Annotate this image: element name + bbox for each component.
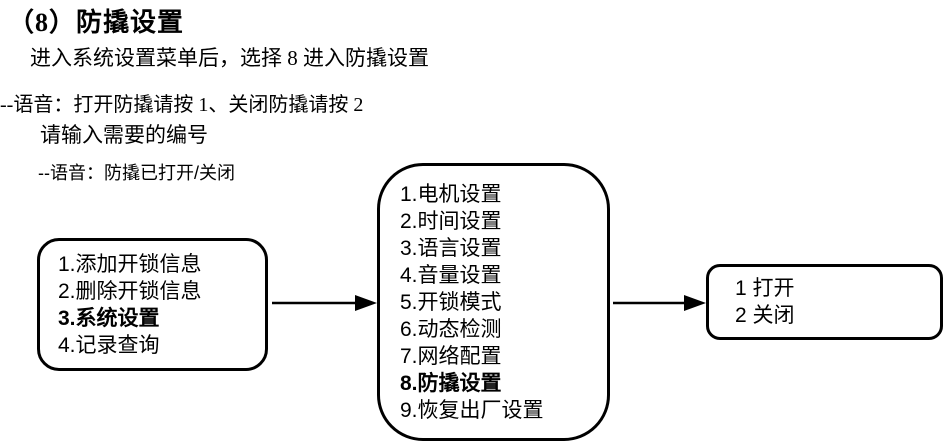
menu-item-selected: 3.系统设置 — [58, 306, 160, 330]
menu-item: 6.动态检测 — [400, 317, 502, 341]
instruction-voice-result: --语音：防撬已打开/关闭 — [38, 163, 235, 183]
menu-item: 5.开锁模式 — [400, 290, 502, 314]
arrow-right-icon — [272, 295, 377, 311]
section-title: （8）防撬设置 — [8, 8, 185, 37]
instruction-enter-menu: 进入系统设置菜单后，选择 8 进入防撬设置 — [30, 46, 429, 70]
menu-item: 3.语言设置 — [400, 236, 502, 260]
system-menu-box: 1.电机设置 2.时间设置 3.语言设置 4.音量设置 5.开锁模式 6.动态检… — [377, 163, 610, 441]
main-menu-box: 1.添加开锁信息 2.删除开锁信息 3.系统设置 4.记录查询 — [37, 238, 268, 371]
menu-item: 7.网络配置 — [400, 344, 502, 368]
arrow-right-icon — [613, 295, 706, 311]
menu-item: 1.电机设置 — [400, 182, 502, 206]
menu-item-selected: 8.防撬设置 — [400, 371, 502, 395]
menu-item: 2 关闭 — [735, 304, 795, 327]
menu-item: 1 打开 — [735, 277, 795, 300]
menu-item: 4.记录查询 — [58, 333, 160, 357]
menu-item: 9.恢复出厂设置 — [400, 398, 544, 422]
instruction-input-number: 请输入需要的编号 — [40, 124, 208, 147]
menu-item: 1.添加开锁信息 — [58, 252, 202, 276]
instruction-voice-prompt: --语音：打开防撬请按 1、关闭防撬请按 2 — [0, 94, 364, 116]
menu-item: 2.删除开锁信息 — [58, 279, 202, 303]
menu-item: 4.音量设置 — [400, 263, 502, 287]
tamper-options-box: 1 打开 2 关闭 — [706, 264, 943, 340]
menu-item: 2.时间设置 — [400, 209, 502, 233]
